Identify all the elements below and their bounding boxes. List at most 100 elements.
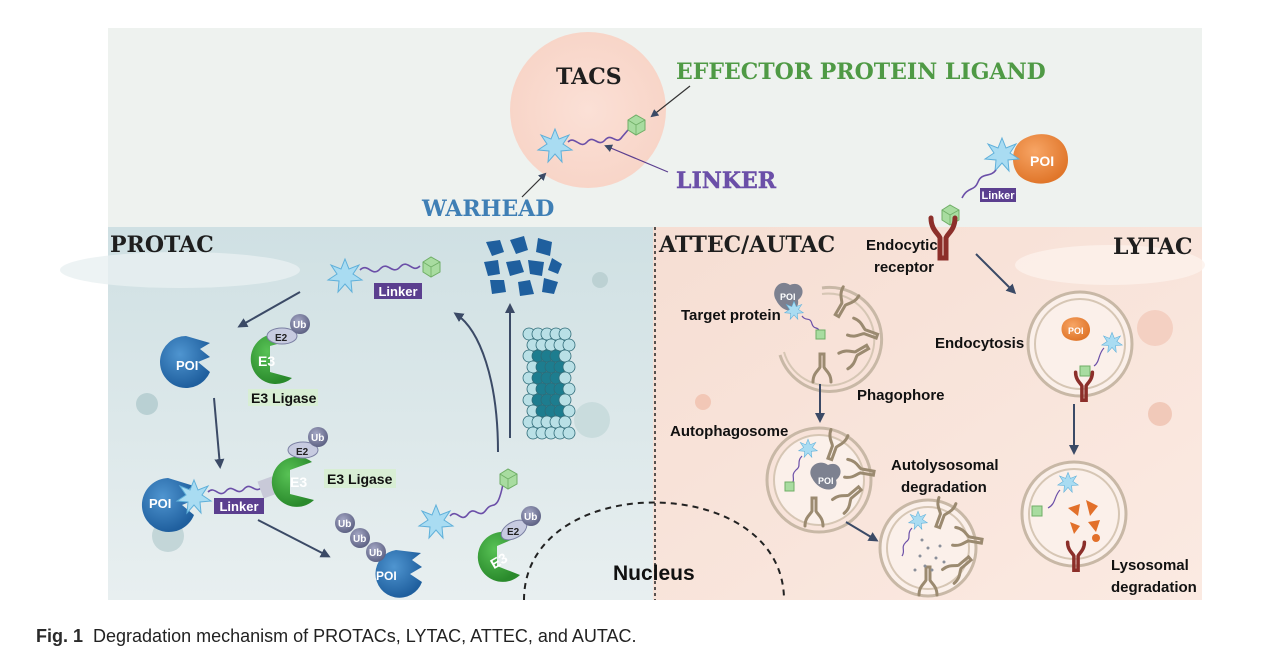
bg-bubble [695,394,711,410]
e3-label: E3 [258,353,275,369]
endosome [1026,290,1134,398]
caption-number: Fig. 1 [36,626,84,646]
poi-label-3: POI [376,569,397,583]
caption-text: Degradation mechanism of PROTACs, LYTAC,… [93,626,637,646]
proteasome-subunit [558,371,572,385]
e3-ligase-tag-2 [324,469,396,488]
lytac-chain [961,169,997,199]
flow-arrow [237,291,301,328]
ub-label-2: Ub [311,433,324,444]
phagophore-label: Phagophore [857,387,945,404]
autolysosome-chain [901,527,913,557]
flow-arrow [213,397,225,469]
flow-arrow [845,521,879,542]
linker-tag-top-text: Linker [378,284,417,299]
lytac-poi-blob [1013,134,1068,184]
ub-circle [290,314,310,334]
linker-tag-mid-text: Linker [219,499,258,514]
ub-chain-3 [366,542,386,562]
nucleus-boundary [523,501,785,601]
protac-title: PROTAC [110,232,214,258]
lysosomal-label-1: Lysosomal [1111,557,1189,574]
endocytic-label-2: receptor [874,259,934,276]
e3-pacman [250,334,292,384]
ub-circle-3 [521,506,541,526]
recycled-chain [449,483,504,519]
autophagosome-poi-label: POI [818,476,834,486]
effector-pointer [650,85,691,118]
proteasome-subunit [562,382,576,396]
e3-label-3: E3 [487,549,510,572]
bg-bubble [1148,402,1172,426]
e3-ligase-tag [248,389,318,406]
target-poi-label: POI [780,292,796,302]
autophagosome [765,426,873,534]
endosome-ligand [1079,365,1091,377]
nucleus-label: Nucleus [613,562,695,585]
peptide-fragments [484,236,562,296]
endosome-inner [1034,298,1126,390]
lytac-linker-text: Linker [981,190,1015,202]
phagophore-membrane [778,285,884,393]
linker-tag-mid [214,498,264,514]
ub-label-3: Ub [524,512,537,523]
autolysosome-inner [886,506,970,590]
autophagosome-poi-blob [810,462,841,490]
ub-chain-label-1: Ub [338,519,351,530]
warhead-pointer [521,172,547,198]
poi-pacman-2 [141,478,194,532]
target-protein-blob [774,282,803,311]
ub-chain-2 [350,528,370,548]
proteasome-subunit [558,415,572,429]
endosome-poi-label: POI [1068,326,1084,336]
figure-caption: Fig. 1 Degradation mechanism of PROTACs, … [36,626,637,647]
warhead-label: WARHEAD [421,196,554,222]
e3-pacman-3 [477,531,520,582]
bg-blob [1015,245,1205,285]
lytac-poi-label: POI [1030,153,1054,169]
tacs-circle [510,32,666,188]
ub-chain-label-3: Ub [369,548,382,559]
tacs-linker-chain [567,129,629,146]
attec-title: ATTEC/AUTAC [658,232,835,258]
e3-pacman-2 [271,456,314,507]
lysosome-poi-fragments [1068,500,1100,542]
proteasome [522,327,576,440]
endocytic-label-1: Endocytic [866,237,938,254]
poi-label-2: POI [149,496,171,511]
lysosome-ligand [1031,505,1043,517]
proteasome-subunit [558,327,572,341]
endosome-poi-blob [1061,317,1090,341]
proteasome-subunit [558,349,572,363]
target-protein-label: Target protein [681,307,781,324]
autophagosome-chain [791,455,803,485]
e2-oval [266,327,298,345]
flow-arrow [975,253,1017,295]
ub-chain-1 [335,513,355,533]
endosome-chain [1093,347,1105,367]
phagophore-membrane-inner [783,292,876,387]
ub-chain-label-2: Ub [353,534,366,545]
linker-label: LINKER [676,168,777,194]
e2-label: E2 [275,333,288,344]
attec-ligand [815,329,826,340]
ub-label: Ub [293,320,306,331]
e3-label-2: E3 [290,474,307,490]
bg-bubble [136,393,158,415]
e3-ligase-label: E3 Ligase [251,390,317,406]
ternary-chain [207,485,263,495]
effector-label: EFFECTOR PROTEIN LIGAND [676,59,1046,85]
bg-bubble [592,272,608,288]
proteasome-subunit [562,404,576,418]
flow-arrow [453,312,499,453]
attec-chain [801,315,821,333]
linker-tag-top [374,283,422,299]
bg-bubble [1137,310,1173,346]
bg-bubble [574,402,610,438]
bg-blob [60,252,300,288]
e3-ligase-label-2: E3 Ligase [327,471,393,487]
poi-pacman [160,336,210,389]
autophagosome-label: Autophagosome [670,423,788,440]
e2-label-2: E2 [296,447,309,458]
